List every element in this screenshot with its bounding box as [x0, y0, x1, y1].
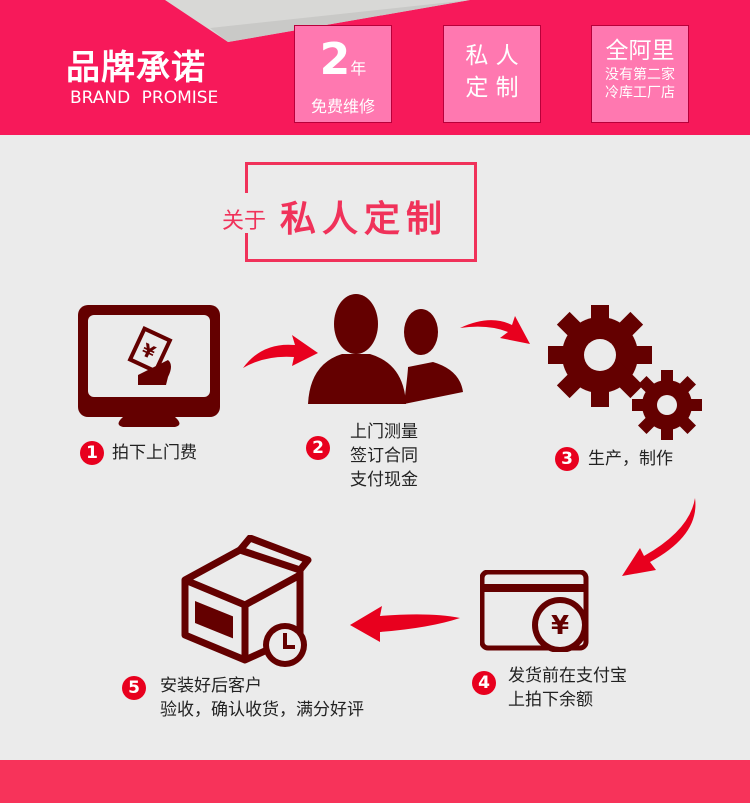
section-title: 私人定制: [280, 199, 449, 240]
arrow-4-5: [350, 606, 460, 642]
brand-subtitle: BRAND PROMISE: [70, 88, 219, 108]
promise-warranty: 2年 免费维修: [294, 25, 392, 123]
section-title-box: [244, 162, 477, 262]
process-arrows: [243, 316, 696, 642]
credit-card-yen-icon: ¥: [480, 570, 589, 652]
gears-icon: [548, 305, 702, 440]
step-2-number: 2: [306, 436, 330, 460]
mattress-image: [165, 0, 470, 42]
step-1-number: 1: [80, 441, 104, 465]
users-icon: [308, 294, 463, 404]
arrow-3-4: [622, 498, 696, 576]
promise-factory: 全阿里 没有第二家 冷库工厂店: [591, 25, 689, 123]
step-5-number: 5: [122, 676, 146, 700]
svg-text:¥: ¥: [551, 611, 569, 641]
brand-title: 品牌承诺: [66, 48, 206, 88]
step-5-text: 安装好后客户验收，确认收货，满分好评: [160, 676, 364, 720]
step-4-number: 4: [472, 671, 496, 695]
arrow-2-3: [460, 316, 530, 344]
monitor-payment-icon: ¥: [78, 305, 220, 427]
title-prefix: 关于: [222, 209, 267, 234]
promise-custom: 私 人定 制: [443, 25, 541, 123]
package-clock-icon: [181, 535, 312, 667]
step-2-text: 上门测量签订合同支付现金: [350, 422, 418, 490]
bottom-strip: [0, 760, 750, 803]
step-3-text: 生产，制作: [588, 449, 673, 469]
step-4-text: 发货前在支付宝上拍下余额: [508, 666, 627, 710]
step-1-text: 拍下上门费: [112, 443, 197, 463]
arrow-1-2: [243, 335, 318, 368]
step-3-number: 3: [555, 447, 579, 471]
